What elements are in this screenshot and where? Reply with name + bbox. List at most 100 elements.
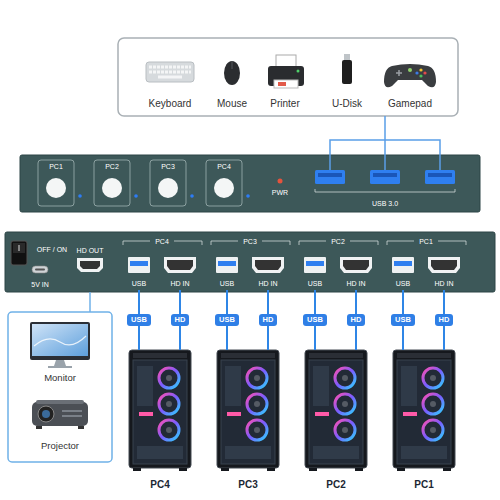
keyboard-icon [146, 62, 194, 82]
usb-disk-icon [344, 54, 350, 61]
back-panel [5, 232, 495, 292]
cable-label: HD [347, 314, 366, 326]
input-ports [123, 241, 202, 273]
node-label: OFF / ON [37, 246, 67, 253]
hdmi-out-port [80, 261, 100, 269]
node-label: PC3 [161, 163, 175, 170]
switch-button [214, 178, 234, 198]
switch-button [38, 160, 250, 206]
port-bracket [315, 189, 455, 192]
node-label: USB 3.0 [372, 200, 398, 207]
switch-button [38, 160, 74, 206]
power-switch [11, 241, 27, 265]
node-label: PC4 [150, 480, 169, 490]
cable-label: HD [259, 314, 278, 326]
cable-connector [89, 292, 91, 312]
projector-icon [78, 426, 84, 429]
usb-cable-stub [384, 155, 386, 170]
usb-port [373, 173, 397, 177]
front-panel [20, 155, 480, 212]
projector-icon [42, 410, 50, 418]
power-led [278, 179, 283, 184]
node-label: HD IN [434, 280, 453, 287]
node-label: Gamepad [388, 99, 432, 109]
node-label: PC4 [155, 238, 169, 245]
usb-port [315, 170, 455, 184]
front-panel [20, 155, 480, 212]
input-ports [211, 241, 290, 273]
usb-port [318, 173, 342, 177]
projector-icon [36, 400, 84, 404]
gamepad-icon [415, 71, 418, 74]
node-label: PC1 [419, 238, 433, 245]
usb-disk-icon [342, 60, 352, 84]
gamepad-icon [396, 70, 402, 76]
gamepad-icon [423, 71, 426, 74]
projector-icon [62, 410, 82, 412]
keyboard-icon [149, 71, 191, 74]
node-label: USB [132, 280, 146, 287]
cable-label: HD [435, 314, 454, 326]
node-label: U-Disk [332, 99, 362, 109]
keyboard-icon [146, 62, 194, 82]
power-switch [13, 243, 25, 253]
computer-box: PC4 [129, 350, 191, 495]
switch-button [206, 160, 242, 206]
type-c-port [35, 269, 45, 271]
input-group: PC1USBHD IN [384, 234, 469, 290]
projector-icon [38, 406, 54, 422]
node-label: HD IN [258, 280, 277, 287]
node-label: Printer [270, 99, 299, 109]
peripheral-box: KeyboardMousePrinterU-DiskGamepad [118, 38, 458, 116]
usb-cable-stub [330, 155, 440, 170]
node-label: PC2 [326, 480, 345, 490]
power-led [278, 179, 283, 184]
node-label: HD OUT [77, 247, 104, 254]
node-label: 5V IN [31, 281, 49, 288]
peripheral-panel [118, 38, 458, 116]
computer-box: PC2 [305, 350, 367, 495]
monitor-icon [48, 366, 72, 368]
printer-icon [297, 70, 300, 73]
port-bracket [315, 189, 455, 192]
gamepad-icon [419, 74, 422, 77]
display-panel [8, 312, 112, 462]
projector-icon [32, 400, 88, 429]
input-ports [387, 241, 466, 273]
usb-disk-icon [342, 54, 352, 84]
node-label: Projector [41, 441, 79, 451]
node-label: PC2 [331, 238, 345, 245]
usb-port [425, 170, 455, 184]
display-box: MonitorProjector [8, 312, 112, 462]
node-label: USB [220, 280, 234, 287]
cable-connector [330, 116, 440, 155]
node-label: PC2 [105, 163, 119, 170]
back-panel-box: OFF / ON5V INHD OUTPC4USBHD INPC3USBHD I… [5, 232, 495, 292]
cable-label: USB [303, 314, 327, 326]
printer-icon [274, 80, 298, 88]
usb-port [370, 170, 400, 184]
display-panel [8, 312, 112, 462]
gamepad-icon [419, 68, 422, 71]
gamepad-icon [384, 64, 436, 87]
printer-icon [268, 55, 304, 88]
gamepad-icon [408, 68, 412, 72]
node-label: PC1 [414, 480, 433, 490]
front-panel-box: PC1PC2PC3PC4PWRUSB 3.0 [20, 155, 480, 212]
type-c-port [32, 266, 48, 273]
computer-tower [305, 350, 367, 471]
projector-icon [62, 415, 82, 417]
node-label: PC4 [217, 163, 231, 170]
power-switch [19, 245, 20, 251]
node-label: HD IN [170, 280, 189, 287]
peripheral-panel [118, 38, 458, 116]
node-label: USB [308, 280, 322, 287]
switch-button [150, 160, 186, 206]
node-label: Mouse [217, 99, 247, 109]
usb-port [315, 170, 345, 184]
hdmi-out-port [77, 258, 103, 272]
switch-button [158, 178, 178, 198]
switch-button [94, 160, 130, 206]
